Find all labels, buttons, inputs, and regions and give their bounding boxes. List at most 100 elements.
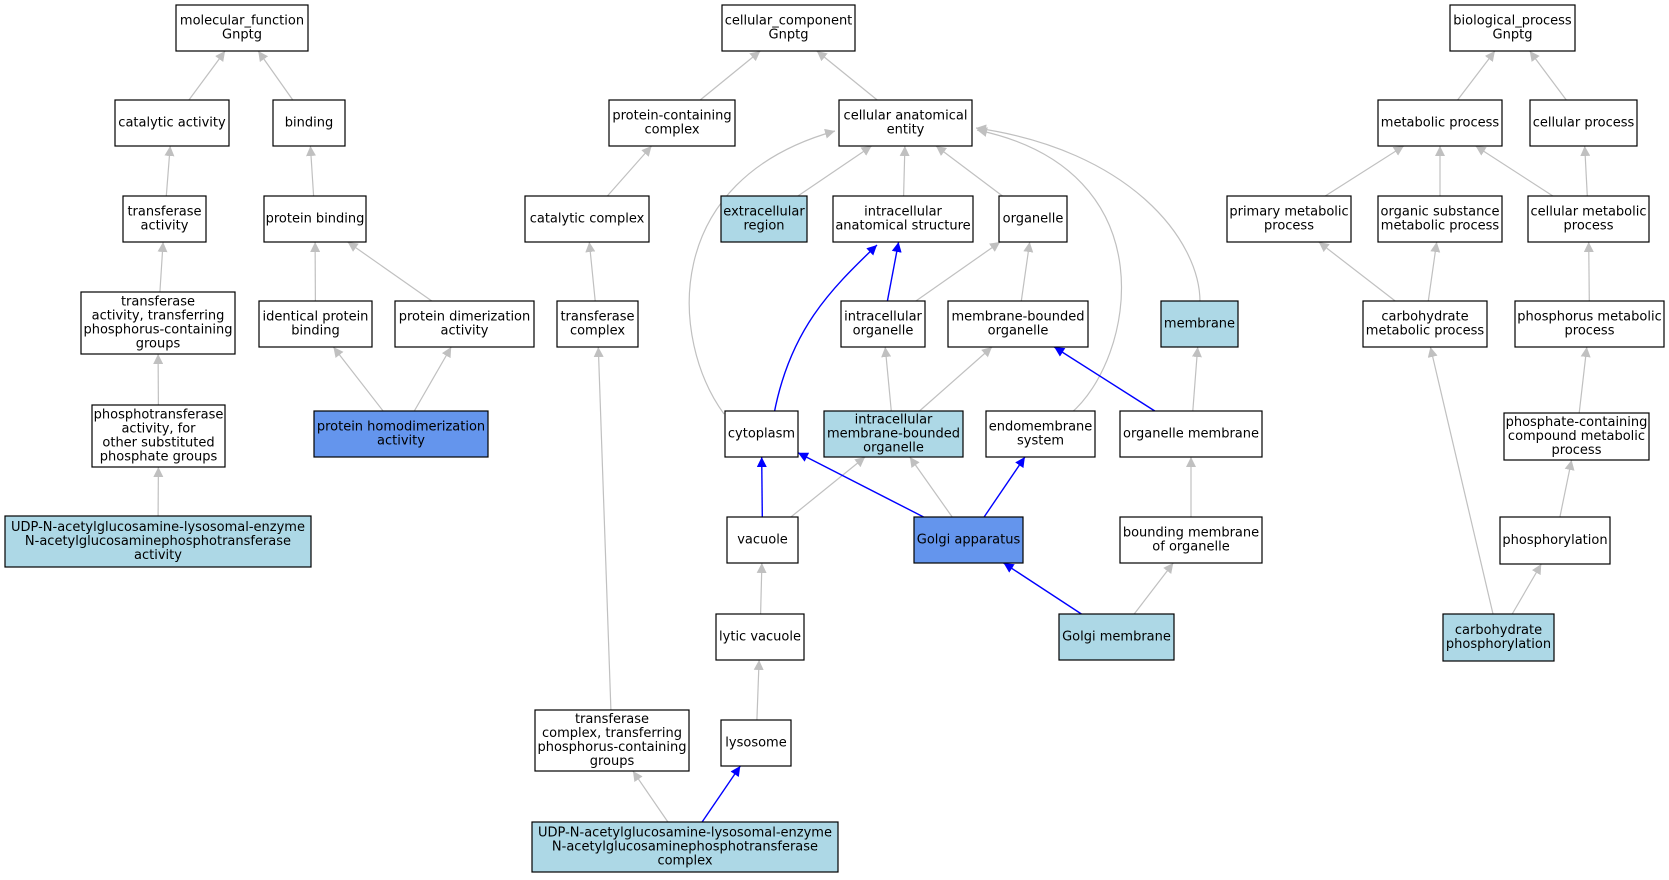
- node-box: [272, 99, 346, 147]
- node-box: [998, 195, 1068, 243]
- node-organelle-membrane[interactable]: organelle membrane: [1119, 410, 1263, 458]
- node-label-line: process: [1552, 443, 1602, 458]
- edge-golgi_membrane-to-golgi: [1003, 562, 1082, 615]
- node-lysosome[interactable]: lysosome: [720, 719, 792, 767]
- edge-udp_complex-to-transferase_complex_phos: [632, 770, 669, 823]
- node-vacuole[interactable]: vacuole: [726, 516, 799, 564]
- edge-membrane-to-cae: [975, 124, 1201, 303]
- edge-transferase_complex_phos-to-transferase_complex: [593, 346, 612, 711]
- node-box: [1499, 516, 1611, 565]
- node-organelle[interactable]: organelle: [998, 195, 1068, 243]
- node-label-line: transferase: [575, 712, 649, 727]
- edge-binding-to-mf: [257, 50, 294, 101]
- node-lytic-vacuole[interactable]: lytic vacuole: [715, 613, 805, 661]
- node-box: [394, 300, 535, 348]
- edge-golgi-to-cytoplasm: [797, 452, 924, 518]
- edge-imbo-to-mbo: [919, 346, 993, 412]
- node-phosphorylation[interactable]: phosphorylation: [1499, 516, 1611, 565]
- node-catalytic-complex[interactable]: catalytic complex: [524, 195, 650, 243]
- node-box: [122, 195, 207, 243]
- node-label-line: groups: [136, 337, 181, 352]
- node-box: [913, 516, 1024, 564]
- node-label-line: activity, transferring: [92, 309, 225, 324]
- node-binding[interactable]: binding: [272, 99, 346, 147]
- node-metabolic[interactable]: metabolic process: [1377, 99, 1503, 147]
- node-udp-complex[interactable]: UDP-N-acetylglucosamine-lysosomal-enzyme…: [531, 821, 839, 873]
- node-cellular-process[interactable]: cellular process: [1529, 99, 1638, 147]
- node-label-line: phosphorus-containing: [537, 740, 686, 755]
- node-box: [823, 410, 964, 458]
- node-label-line: carbohydrate: [1381, 310, 1468, 325]
- edge-carb_phosphorylation-to-carbohydrate_metabolic: [1427, 346, 1494, 615]
- node-label-line: lysosome: [725, 736, 786, 751]
- node-golgi-membrane[interactable]: Golgi membrane: [1058, 613, 1175, 661]
- node-box: [1362, 300, 1488, 348]
- node-catalytic[interactable]: catalytic activity: [114, 99, 230, 147]
- node-label-line: membrane-bounded: [827, 427, 960, 442]
- node-label-line: protein-containing: [612, 109, 731, 124]
- node-box: [726, 516, 799, 564]
- node-label-line: cellular_component: [725, 14, 853, 29]
- edge-primary_metabolic-to-metabolic: [1324, 145, 1405, 197]
- edge-cellular_process-to-bp: [1529, 50, 1567, 101]
- node-box: [721, 4, 856, 52]
- node-label-line: transferase: [560, 310, 634, 325]
- node-box: [720, 195, 808, 243]
- node-label-line: cytoplasm: [728, 427, 795, 442]
- node-protein-binding[interactable]: protein binding: [263, 195, 367, 243]
- edge-cytoplasm-to-cae: [688, 128, 836, 415]
- node-box: [840, 300, 926, 348]
- edge-protein_binding-to-binding: [306, 145, 317, 197]
- edge-lysosome-to-lytic_vacuole: [753, 659, 764, 721]
- node-udp-activity[interactable]: UDP-N-acetylglucosamine-lysosomal-enzyme…: [4, 515, 312, 568]
- node-label-line: membrane: [1164, 317, 1235, 332]
- node-golgi[interactable]: Golgi apparatus: [913, 516, 1024, 564]
- edge-homodimerization-to-identical_binding: [332, 346, 384, 412]
- edge-transferase_phos-to-transferase_act: [157, 241, 168, 293]
- node-label-line: region: [743, 219, 784, 234]
- node-box: [832, 195, 974, 243]
- edge-endomembrane-to-cae: [976, 127, 1123, 415]
- node-box: [1503, 412, 1650, 461]
- node-box: [608, 99, 736, 147]
- node-label-line: transferase: [121, 295, 195, 310]
- node-cytoplasm[interactable]: cytoplasm: [724, 410, 799, 458]
- node-label-line: organelle: [863, 441, 924, 456]
- node-label-line: cellular process: [1533, 116, 1635, 131]
- edge-carb_phosphorylation-to-phosphorylation: [1511, 563, 1542, 615]
- node-label-line: transferase: [127, 205, 201, 220]
- node-label-line: system: [1017, 434, 1064, 449]
- node-label-line: organic substance: [1381, 205, 1500, 220]
- node-membrane[interactable]: membrane: [1160, 300, 1239, 348]
- edge-catalytic-to-mf: [188, 50, 226, 101]
- edge-carbohydrate_metabolic-to-primary_metabolic: [1318, 241, 1396, 302]
